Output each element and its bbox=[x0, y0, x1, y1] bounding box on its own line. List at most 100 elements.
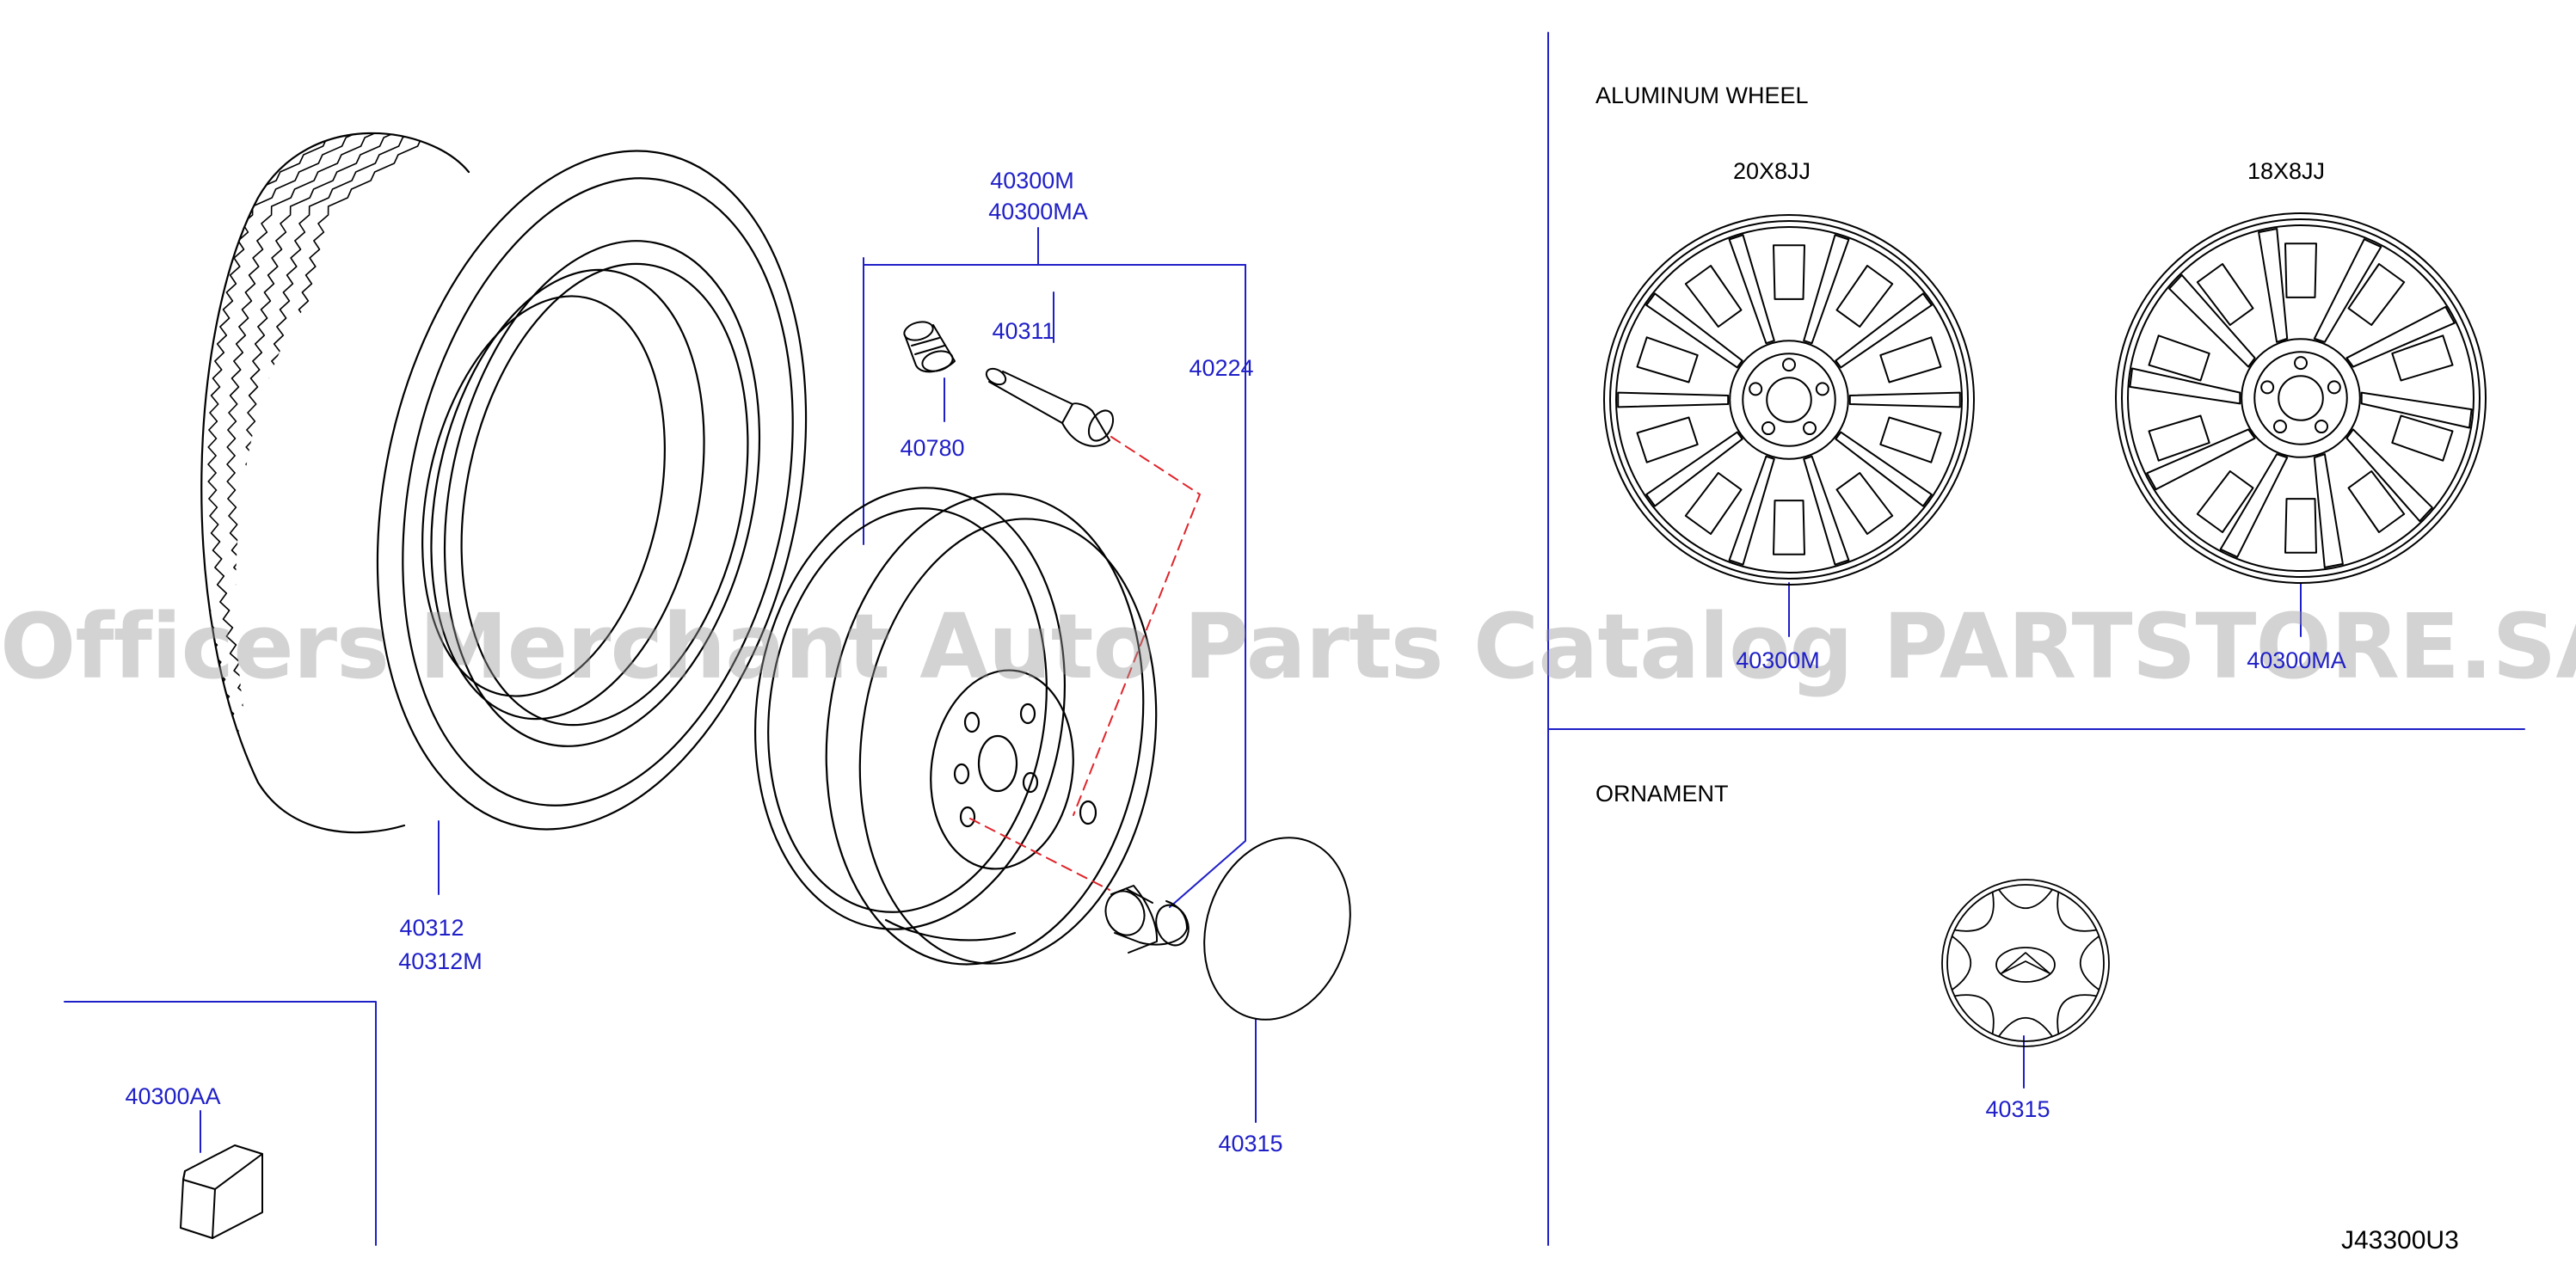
lug-hole bbox=[1019, 702, 1036, 725]
lug-hole bbox=[959, 806, 976, 828]
tire-tread-pattern bbox=[201, 132, 470, 783]
ornament-petal bbox=[1951, 935, 1972, 991]
aluminum-wheel-18-drawing bbox=[2115, 212, 2487, 584]
part-label-40224[interactable]: 40224 bbox=[1189, 355, 1254, 381]
lug-hole bbox=[1022, 771, 1039, 794]
spoke-window bbox=[2391, 414, 2454, 462]
spoke bbox=[1835, 431, 1933, 507]
valve-cap-drawing bbox=[903, 321, 956, 373]
spoke-window bbox=[1879, 336, 1942, 383]
wheel-center-bore bbox=[977, 734, 1018, 793]
spoke bbox=[1617, 391, 1730, 408]
spoke-window bbox=[1773, 500, 1805, 555]
steel-wheel-drawing bbox=[754, 487, 1158, 966]
assembly-dash-lines bbox=[969, 436, 1201, 891]
tire-inner-bead bbox=[430, 268, 705, 721]
spoke-window bbox=[1835, 265, 1894, 328]
center-bore bbox=[1766, 377, 1812, 423]
lug-bolt bbox=[2294, 356, 2308, 371]
tread-row bbox=[201, 132, 375, 783]
spoke bbox=[1803, 455, 1850, 566]
tread-row bbox=[245, 132, 432, 783]
spoke bbox=[1728, 455, 1775, 566]
spoke bbox=[2129, 367, 2241, 405]
spoke bbox=[1803, 234, 1850, 345]
spoke bbox=[2219, 453, 2289, 558]
lug-hole bbox=[963, 711, 981, 733]
part-label-40315[interactable]: 40315 bbox=[1218, 1131, 1283, 1156]
spoke-window bbox=[1684, 265, 1743, 328]
part-label-40300m[interactable]: 40300M bbox=[990, 168, 1074, 193]
spoke-window bbox=[1879, 416, 1942, 463]
spoke bbox=[2313, 453, 2344, 568]
lug-bolt bbox=[1803, 421, 1817, 436]
hub bbox=[1729, 340, 1849, 460]
spoke bbox=[2258, 228, 2289, 343]
nut-dash bbox=[969, 818, 1110, 891]
spoke bbox=[1728, 234, 1775, 345]
part-label-wheel20-40300m[interactable]: 40300M bbox=[1736, 647, 1820, 673]
spoke-window bbox=[2347, 263, 2406, 326]
ornament-petal bbox=[1997, 1016, 2054, 1038]
section-title-aluminum-wheel: ALUMINUM WHEEL bbox=[1595, 83, 1809, 108]
part-label-ornament-40315[interactable]: 40315 bbox=[1985, 1096, 2050, 1122]
ornament-petal bbox=[1953, 994, 1995, 1035]
spoke-window bbox=[2284, 242, 2317, 298]
wheel-size-20x8jj: 20X8JJ bbox=[1732, 158, 1811, 184]
emblem-mark bbox=[2001, 952, 2050, 974]
valve-drawing bbox=[985, 367, 1115, 447]
spoke-window bbox=[1636, 416, 1699, 463]
lug-bolt bbox=[1749, 382, 1763, 396]
spoke-window bbox=[1684, 472, 1743, 535]
part-label-40311[interactable]: 40311 bbox=[992, 318, 1055, 344]
spoke-window bbox=[1636, 336, 1699, 383]
aluminum-wheel-20-drawing bbox=[1603, 214, 1975, 586]
valve-hole bbox=[1079, 800, 1097, 825]
part-label-40312m[interactable]: 40312M bbox=[398, 948, 483, 974]
spoke-window bbox=[2148, 334, 2210, 382]
diagram-code: J43300U3 bbox=[2341, 1226, 2459, 1255]
spoke-window bbox=[2148, 414, 2210, 462]
rim-outer bbox=[2115, 212, 2487, 584]
part-label-40300ma[interactable]: 40300MA bbox=[988, 199, 1088, 224]
wheel-rim-front bbox=[825, 493, 1145, 966]
ornament-petal bbox=[2079, 935, 2100, 991]
part-label-40300aa[interactable]: 40300AA bbox=[125, 1083, 221, 1109]
part-label-40780[interactable]: 40780 bbox=[900, 435, 965, 461]
lug-bolt bbox=[1761, 421, 1775, 436]
watermark: Officers Merchant Auto Parts Catalog PAR… bbox=[0, 594, 2576, 699]
section-dividers bbox=[64, 32, 2525, 1246]
spoke-window bbox=[2347, 470, 2406, 533]
ornament-petal bbox=[1997, 888, 2054, 910]
spoke bbox=[1835, 292, 1933, 369]
section-title-ornament: ORNAMENT bbox=[1595, 781, 1729, 807]
tread-row bbox=[264, 132, 451, 783]
spoke bbox=[1645, 292, 1743, 369]
lug-bolt bbox=[1815, 382, 1829, 396]
tire-outer-side bbox=[376, 150, 808, 831]
lug-bolt bbox=[1782, 358, 1796, 372]
wheel-hub-area bbox=[930, 669, 1074, 870]
spoke-window bbox=[2196, 263, 2254, 326]
wheel-rim-back bbox=[754, 487, 1066, 930]
spoke bbox=[2146, 428, 2256, 491]
part-label-40312[interactable]: 40312 bbox=[399, 915, 464, 941]
spoke bbox=[2345, 428, 2433, 523]
spoke-window bbox=[2284, 498, 2317, 554]
lug-nut-drawing bbox=[1104, 885, 1190, 954]
lug-bolt bbox=[2315, 420, 2329, 434]
spoke-window bbox=[2196, 470, 2254, 533]
spoke bbox=[2345, 305, 2456, 368]
spoke bbox=[2168, 273, 2256, 368]
lug-bolt bbox=[2260, 380, 2275, 395]
spoke bbox=[1848, 391, 1961, 408]
weight-box-line bbox=[64, 1001, 377, 1246]
spoke bbox=[1645, 431, 1743, 507]
tread-row bbox=[226, 132, 413, 783]
ornament-emblem bbox=[1995, 947, 2056, 983]
spoke-window bbox=[1835, 472, 1894, 535]
part-label-wheel18-40300ma[interactable]: 40300MA bbox=[2247, 647, 2346, 673]
wheel-face bbox=[858, 518, 1158, 965]
